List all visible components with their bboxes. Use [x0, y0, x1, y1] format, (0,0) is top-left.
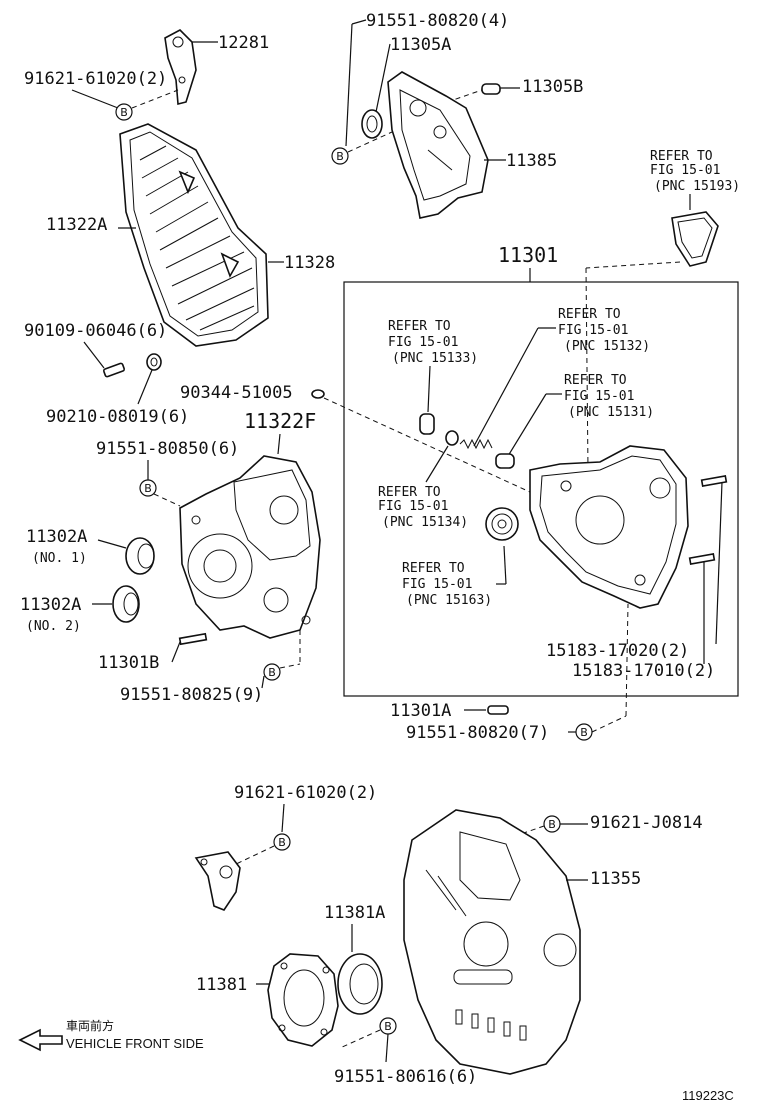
svg-text:B: B	[336, 150, 344, 163]
ref-15132-line3: (PNC 15132)	[564, 339, 650, 354]
timing-cover-11322F	[179, 455, 321, 639]
oil-seal-11302A-2	[112, 585, 140, 623]
figure-id: 119223C	[682, 1088, 734, 1103]
label-11302A-1-sub: (NO. 1)	[32, 551, 87, 566]
stud-11301B	[178, 632, 208, 646]
label-15183-17010: 15183-17010(2)	[572, 661, 715, 681]
label-11302A-2-sub: (NO. 2)	[26, 619, 81, 634]
plug-90344	[311, 389, 325, 399]
oil-pump-body	[529, 445, 689, 609]
gasket-90210	[146, 353, 162, 371]
label-91621-J0814: 91621-J0814	[590, 813, 703, 833]
label-90344-51005: 90344-51005	[180, 383, 293, 403]
assembly-box-11301	[343, 281, 739, 697]
label-11305A: 11305A	[390, 35, 451, 55]
gasket-15193	[671, 211, 719, 267]
end-plate-11355	[403, 809, 581, 1075]
label-91621-61020-bottom: 91621-61020(2)	[234, 783, 377, 803]
label-11301A: 11301A	[390, 701, 451, 721]
ref-15133-line1: REFER TO	[388, 319, 451, 334]
badge-b: B	[575, 723, 593, 741]
spring	[459, 438, 493, 450]
ref-15132-line2: FIG 15-01	[558, 323, 628, 338]
stud-15183-17020	[700, 475, 728, 487]
label-11322F: 11322F	[244, 409, 316, 433]
badge-b: B	[331, 147, 349, 165]
pin-11305B	[481, 83, 501, 95]
ref-15163-line3: (PNC 15163)	[406, 593, 492, 608]
label-91621-61020-top: 91621-61020(2)	[24, 69, 167, 89]
ref-15131-line1: REFER TO	[564, 373, 627, 388]
ref-15193-line2: FIG 15-01	[650, 163, 720, 178]
badge-b: B	[139, 479, 157, 497]
label-90109-06046: 90109-06046(6)	[24, 321, 167, 341]
ref-15131-line2: FIG 15-01	[564, 389, 634, 404]
gear-15163	[485, 507, 519, 541]
label-91551-80616: 91551-80616(6)	[334, 1067, 477, 1087]
valve-seat-ring	[445, 430, 459, 446]
svg-text:B: B	[384, 1020, 392, 1033]
svg-text:B: B	[144, 482, 152, 495]
label-11302A-2: 11302A	[20, 595, 81, 615]
oil-seal-11302A-1	[125, 537, 155, 575]
label-11301: 11301	[498, 243, 558, 267]
badge-b: B	[263, 663, 281, 681]
svg-text:B: B	[548, 818, 556, 831]
label-11385: 11385	[506, 151, 557, 171]
label-11381A: 11381A	[324, 903, 385, 923]
label-11301B: 11301B	[98, 653, 159, 673]
badge-b: B	[273, 833, 291, 851]
label-91551-80825: 91551-80825(9)	[120, 685, 263, 705]
svg-text:B: B	[580, 726, 588, 739]
label-11381: 11381	[196, 975, 247, 995]
cover-11385	[387, 71, 489, 219]
cover-11322A	[119, 123, 269, 347]
badge-b: B	[543, 815, 561, 833]
svg-text:B: B	[268, 666, 276, 679]
label-90210-08019: 90210-08019(6)	[46, 407, 189, 427]
ref-15134-line2: FIG 15-01	[378, 499, 448, 514]
direction-jp: 車両前方	[66, 1018, 114, 1033]
retainer-11381	[267, 953, 339, 1047]
ref-15163-line1: REFER TO	[402, 561, 465, 576]
label-11328: 11328	[284, 253, 335, 273]
ref-15163-line2: FIG 15-01	[402, 577, 472, 592]
direction-en: VEHICLE FRONT SIDE	[66, 1036, 204, 1051]
ref-15131-line3: (PNC 15131)	[568, 405, 654, 420]
label-11355: 11355	[590, 869, 641, 889]
badge-b: B	[115, 103, 133, 121]
svg-text:B: B	[120, 106, 128, 119]
bracket-12281	[164, 29, 197, 106]
ref-15133-line2: FIG 15-01	[388, 335, 458, 350]
pin-11301A	[487, 705, 509, 715]
ref-15132-line1: REFER TO	[558, 307, 621, 322]
label-91551-80820-7: 91551-80820(7)	[406, 723, 549, 743]
ref-15193-line3: (PNC 15193)	[654, 179, 740, 194]
label-11322A: 11322A	[46, 215, 107, 235]
label-11305B: 11305B	[522, 77, 583, 97]
label-91551-80820-4: 91551-80820(4)	[366, 11, 509, 31]
ref-15134-line3: (PNC 15134)	[382, 515, 468, 530]
label-11302A-1: 11302A	[26, 527, 87, 547]
svg-text:B: B	[278, 836, 286, 849]
oil-seal-11381A	[337, 953, 383, 1015]
label-91551-80850: 91551-80850(6)	[96, 439, 239, 459]
front-arrow-icon	[18, 1028, 63, 1052]
stud-15183-17010	[688, 553, 716, 565]
badge-b: B	[379, 1017, 397, 1035]
ref-15134-line1: REFER TO	[378, 485, 441, 500]
plunger	[495, 453, 515, 469]
ref-15133-line3: (PNC 15133)	[392, 351, 478, 366]
label-15183-17020: 15183-17020(2)	[546, 641, 689, 661]
label-12281: 12281	[218, 33, 269, 53]
relief-valve	[419, 413, 435, 435]
bracket-engine-hanger	[194, 851, 241, 911]
ref-15193-line1: REFER TO	[650, 149, 713, 164]
bolt-90109	[102, 362, 126, 378]
oil-seal-11305A	[361, 109, 383, 139]
